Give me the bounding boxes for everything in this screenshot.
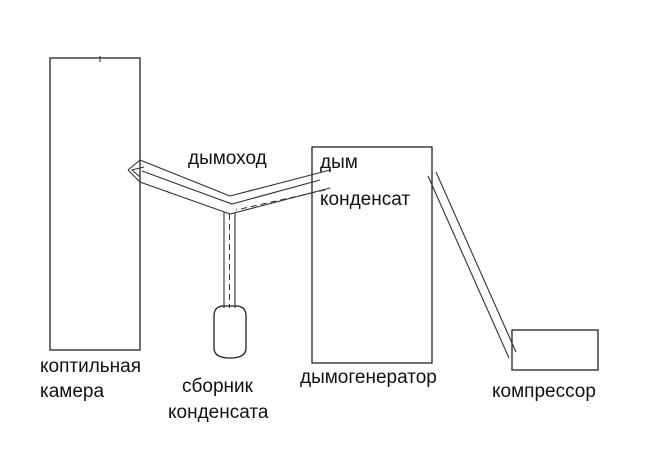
- compressor-box: [511, 329, 599, 371]
- air-hose: [427, 171, 517, 359]
- smoke-generator-box: [311, 146, 433, 364]
- condensate-drain-pipe: [223, 212, 236, 308]
- chimney-pipe: [127, 159, 331, 215]
- smoke-label: дым: [320, 152, 358, 173]
- condensate-collector-bottle: [213, 305, 247, 359]
- chimney-label: дымоход: [188, 148, 267, 169]
- smoking-chamber-label-line2: камера: [40, 381, 104, 402]
- smoking-chamber-label-line1: коптильная: [40, 356, 141, 377]
- smoking-chamber-box: [49, 57, 141, 351]
- smoke-generator-label: дымогенератор: [300, 367, 437, 388]
- condensate-label: конденсат: [320, 189, 410, 210]
- condensate-collector-label-line1: сборник: [182, 376, 254, 397]
- condensate-collector-label-line2: конденсата: [168, 402, 269, 423]
- compressor-label: компрессор: [492, 381, 596, 402]
